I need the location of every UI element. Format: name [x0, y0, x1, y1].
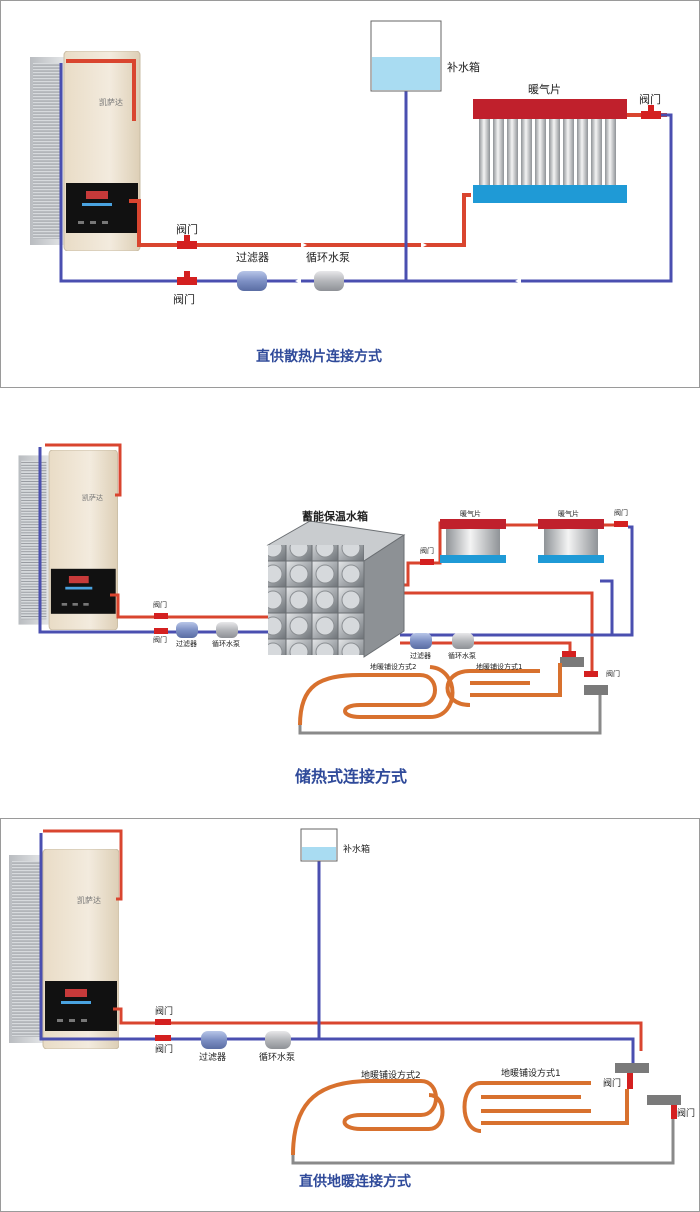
- diagram1-title: 直供散热片连接方式: [256, 349, 382, 365]
- hot-pipe-3: [43, 829, 643, 1083]
- label-valve-3m2: 阀门: [677, 1109, 696, 1119]
- label-valve-2a: 阀门: [153, 601, 167, 609]
- label-pump-3: 循环水泵: [259, 1053, 296, 1063]
- manifolds-2: [560, 657, 608, 695]
- diagram3-title: 直供地暖连接方式: [299, 1174, 411, 1190]
- label-valve-top: 阀门: [176, 223, 198, 236]
- label-valve-3b: 阀门: [155, 1045, 174, 1055]
- label-floor-3-1: 地暖铺设方式1: [501, 1069, 561, 1079]
- label-filter: 过滤器: [236, 251, 269, 264]
- boiler-brand-2: 凯萨达: [82, 493, 103, 502]
- label-filter-2a: 过滤器: [176, 640, 197, 648]
- pump-2b: [452, 633, 474, 649]
- radiator-2a: [440, 519, 506, 563]
- floor-coil-3b: [462, 1081, 629, 1133]
- boiler-brand-3: 凯萨达: [77, 895, 101, 905]
- label-filter-3: 过滤器: [199, 1053, 227, 1063]
- pump-3: [265, 1031, 291, 1049]
- floor-coil-2b: [445, 663, 562, 707]
- diagram-storage: 凯萨达: [0, 405, 698, 798]
- floor-coil-2a: [298, 665, 455, 726]
- label-floor-3-2: 地暖铺设方式2: [361, 1071, 421, 1081]
- filter-3: [201, 1031, 227, 1049]
- label-radiator-2a: 暖气片: [460, 510, 481, 518]
- label-pump-2a: 循环水泵: [212, 640, 240, 648]
- radiator-1: [473, 99, 627, 203]
- label-water-tank: 补水箱: [447, 61, 480, 74]
- water-tank-1: [370, 20, 442, 92]
- valves-1: [177, 105, 661, 285]
- valves-2: [154, 521, 628, 677]
- label-valve-right: 阀门: [639, 93, 661, 106]
- storage-tank: [266, 520, 406, 658]
- diagram-direct-floor: 凯萨达 补水箱: [0, 818, 700, 1212]
- label-water-tank-3: 补水箱: [343, 845, 371, 855]
- boiler-brand-1: 凯萨达: [99, 97, 123, 107]
- manifolds-3: [615, 1063, 681, 1105]
- label-floor-2: 地暖铺设方式2: [370, 663, 417, 671]
- label-valve-3m1: 阀门: [603, 1079, 622, 1089]
- water-tank-3: [300, 828, 338, 862]
- valves-3: [155, 1019, 677, 1119]
- label-valve-bottom: 阀门: [173, 293, 195, 306]
- pump-1: [314, 271, 344, 291]
- label-radiator-2b: 暖气片: [558, 510, 579, 518]
- floor-return-2: [298, 695, 602, 735]
- label-valve-2c: 阀门: [420, 547, 434, 555]
- label-pump-2b: 循环水泵: [448, 652, 476, 660]
- label-pump: 循环水泵: [306, 251, 350, 264]
- label-valve-2e: 阀门: [606, 670, 620, 678]
- filter-1: [237, 271, 267, 291]
- diagram2-drawing: 凯萨达: [18, 443, 634, 735]
- diagram-direct-radiator: 凯萨达: [0, 0, 700, 388]
- diagram1-drawing: 凯萨达: [29, 20, 673, 291]
- filter-2a: [176, 622, 198, 638]
- label-radiator: 暖气片: [528, 83, 561, 96]
- boiler-3: [9, 849, 119, 1049]
- label-valve-2d: 阀门: [614, 509, 628, 517]
- flow-arrows-1: [295, 242, 521, 284]
- filter-2b: [410, 633, 432, 649]
- pump-2a: [216, 622, 238, 638]
- diagram2-title: 储热式连接方式: [295, 767, 408, 786]
- boiler-2: [18, 450, 118, 630]
- cold-pipe-3: [39, 833, 635, 1063]
- diagram3-drawing: 凯萨达: [9, 828, 681, 1165]
- label-valve-2b: 阀门: [153, 636, 167, 644]
- floor-return-3: [291, 1119, 675, 1165]
- label-valve-3a: 阀门: [155, 1007, 174, 1017]
- radiator-2b: [538, 519, 604, 563]
- boiler-1: [29, 51, 141, 251]
- label-storage-tank: 蓄能保温水箱: [302, 510, 368, 523]
- floor-coil-3a: [291, 1079, 445, 1156]
- cold-pipe-1: [59, 63, 673, 283]
- hot-pipe-1: [66, 59, 667, 247]
- label-filter-2b: 过滤器: [410, 652, 431, 660]
- label-floor-1: 地暖铺设方式1: [476, 663, 523, 671]
